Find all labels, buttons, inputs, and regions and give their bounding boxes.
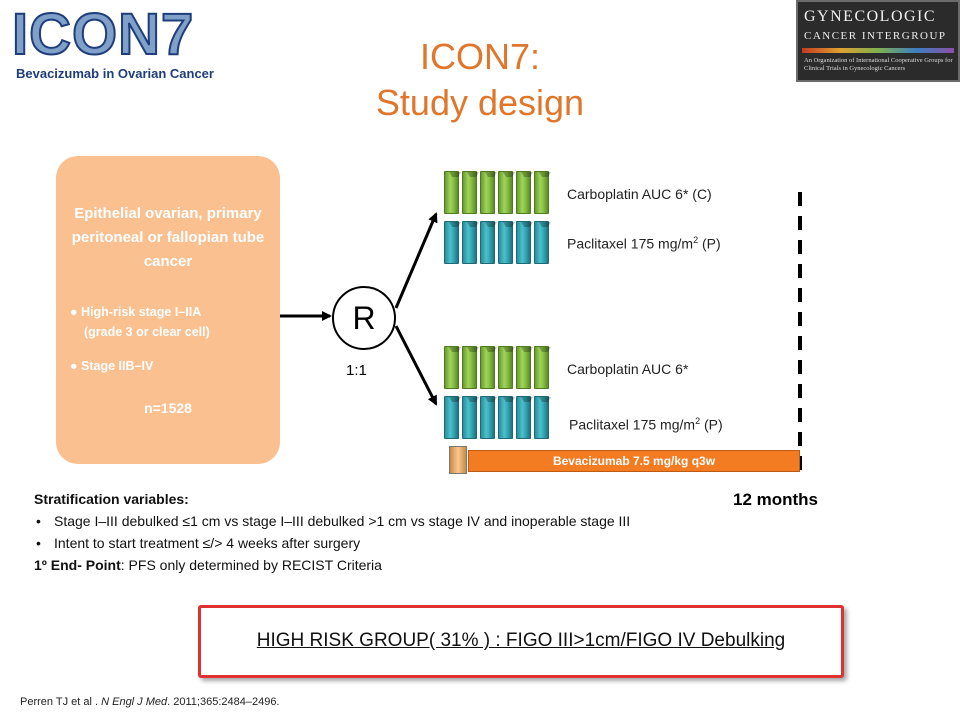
- carboplatin-cycle-block: [534, 346, 551, 389]
- stratification-title: Stratification variables:: [34, 491, 189, 507]
- paclitaxel-cycle-block: [534, 221, 551, 264]
- stratification-item: Intent to start treatment ≤/> 4 weeks af…: [34, 532, 630, 554]
- carboplatin-cycle-block: [480, 346, 497, 389]
- sample-size: n=1528: [144, 400, 192, 416]
- population-bullet-1: ● High-risk stage I–IIA (grade 3 or clea…: [70, 302, 210, 342]
- gcig-line1: GYNECOLOGIC: [804, 8, 937, 25]
- bullet-dot: ●: [70, 359, 78, 373]
- arm2-paclitaxel-cycles: [444, 396, 551, 439]
- paclitaxel-cycle-block: [516, 396, 533, 439]
- paclitaxel-cycle-block: [498, 396, 515, 439]
- carboplatin-cycle-block: [516, 171, 533, 214]
- arm2-carboplatin-cycles: [444, 346, 551, 389]
- bullet-dot: ●: [70, 305, 78, 319]
- paclitaxel-cycle-block: [444, 396, 461, 439]
- carboplatin-cycle-block: [480, 171, 497, 214]
- carboplatin-cycle-block: [498, 346, 515, 389]
- carboplatin-cycle-block: [462, 171, 479, 214]
- bullet-1-text-b: (grade 3 or clear cell): [84, 325, 210, 339]
- paclitaxel-cycle-block: [462, 221, 479, 264]
- bullet-1-text-a: High-risk stage I–IIA: [81, 305, 202, 319]
- carboplatin-cycle-block: [444, 171, 461, 214]
- population-box: Epithelial ovarian, primary peritoneal o…: [56, 156, 280, 464]
- paclitaxel-cycle-block: [516, 221, 533, 264]
- gcig-line2: CANCER INTERGROUP: [804, 30, 947, 42]
- arrow-to-arm2: [394, 325, 438, 406]
- arm2-drug-carboplatin: Carboplatin AUC 6*: [567, 361, 689, 377]
- endpoint-label: 1º End- Point: [34, 557, 121, 573]
- randomization-ratio: 1:1: [346, 362, 367, 379]
- title-line2: Study design: [375, 82, 585, 123]
- title-line1: ICON7:: [419, 36, 541, 77]
- paclitaxel-cycle-block: [480, 221, 497, 264]
- logo-tagline: Bevacizumab in Ovarian Cancer: [16, 66, 214, 81]
- stratification-section: Stratification variables: Stage I–III de…: [34, 488, 630, 576]
- carboplatin-cycle-block: [444, 346, 461, 389]
- paclitaxel-cycle-block: [480, 396, 497, 439]
- gcig-logo: GYNECOLOGIC CANCER INTERGROUP An Organiz…: [796, 0, 960, 82]
- paclitaxel-cycle-block: [444, 221, 461, 264]
- timeline-label: 12 months: [733, 490, 819, 509]
- stratification-item: Stage I–III debulked ≤1 cm vs stage I–II…: [34, 510, 630, 532]
- bevacizumab-bar: Bevacizumab 7.5 mg/kg q3w: [468, 450, 800, 472]
- carboplatin-cycle-block: [498, 171, 515, 214]
- arm1-paclitaxel-cycles: [444, 221, 551, 264]
- arrow-to-arm1: [394, 212, 438, 309]
- population-bullet-2: ● Stage IIB–IV: [70, 356, 153, 376]
- gcig-stripe: [802, 48, 954, 53]
- arm1-drug-paclitaxel: Paclitaxel 175 mg/m2 (P): [567, 235, 721, 252]
- slide-title: ICON7: Study design: [330, 34, 630, 126]
- population-title: Epithelial ovarian, primary peritoneal o…: [71, 205, 265, 270]
- gcig-line3: An Organization of International Coopera…: [804, 57, 953, 72]
- high-risk-box: HIGH RISK GROUP( 31% ) : FIGO III>1cm/FI…: [198, 605, 844, 678]
- randomization-circle: R: [332, 286, 396, 350]
- carboplatin-cycle-block: [534, 171, 551, 214]
- bevacizumab-start-marker: [449, 446, 467, 474]
- logo-wordmark: ICON7: [11, 2, 195, 67]
- high-risk-text: HIGH RISK GROUP( 31% ) : FIGO III>1cm/FI…: [256, 630, 786, 651]
- endpoint-text: : PFS only determined by RECIST Criteria: [120, 557, 382, 573]
- paclitaxel-cycle-block: [534, 396, 551, 439]
- arm1-drug-carboplatin: Carboplatin AUC 6* (C): [567, 186, 712, 202]
- paclitaxel-cycle-block: [462, 396, 479, 439]
- reference: Perren TJ et al . N Engl J Med. 2011;365…: [20, 696, 280, 708]
- arm1-carboplatin-cycles: [444, 171, 551, 214]
- carboplatin-cycle-block: [516, 346, 533, 389]
- carboplatin-cycle-block: [462, 346, 479, 389]
- bullet-2-text: Stage IIB–IV: [81, 359, 154, 373]
- arm2-drug-paclitaxel: Paclitaxel 175 mg/m2 (P): [569, 416, 723, 433]
- endpoint-line: 1º End- Point: PFS only determined by RE…: [34, 554, 630, 576]
- paclitaxel-cycle-block: [498, 221, 515, 264]
- icon7-logo: ICON7 Bevacizumab in Ovarian Cancer: [11, 2, 252, 86]
